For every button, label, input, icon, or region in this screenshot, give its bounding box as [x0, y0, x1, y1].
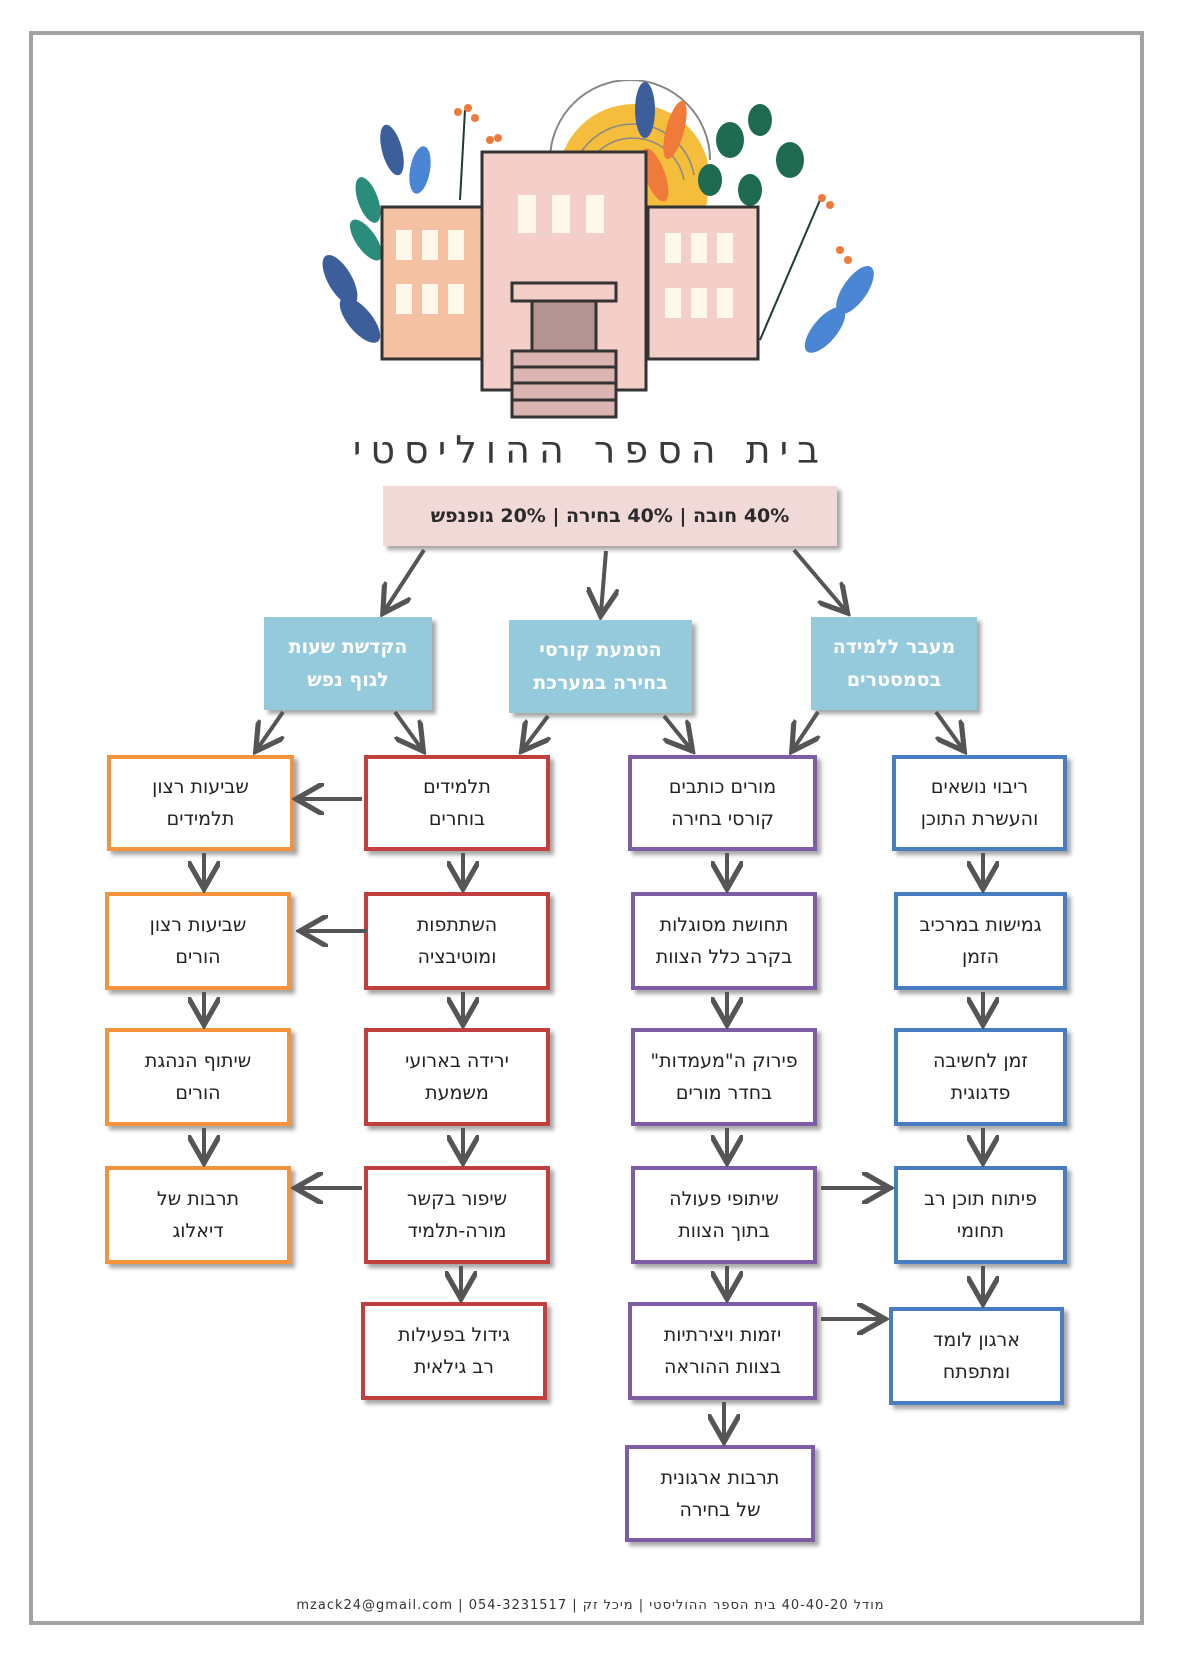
node-line: דיאלוג: [172, 1220, 224, 1242]
category-line: מעבר ללמידה: [832, 635, 956, 658]
node-line: שביעות רצון: [152, 776, 249, 798]
node-line: של בחירה: [679, 1498, 761, 1521]
node-discipline-decline: ירידה בארועי משמעת: [364, 1028, 550, 1126]
page-title: בית הספר ההוליסטי: [352, 428, 829, 472]
node-line: תלמידים: [166, 808, 235, 830]
node-interdisciplinary-content: פיתוח תוכן רב תחומי: [894, 1166, 1067, 1264]
node-line: גמישות במרכיב: [919, 914, 1042, 936]
node-line: והעשרת התוכן: [920, 808, 1039, 830]
node-line: שביעות רצון: [149, 914, 247, 936]
node-line: השתתפות: [416, 914, 498, 936]
node-line: בתוך הצוות: [678, 1220, 770, 1242]
node-line: תחומי: [956, 1220, 1005, 1242]
node-line: ומתפתח: [942, 1361, 1011, 1383]
node-line: בחדר מורים: [675, 1082, 773, 1104]
node-line: גידול בפעילות: [398, 1324, 510, 1346]
node-team-collaboration: שיתופי פעולה בתוך הצוות: [631, 1166, 817, 1264]
node-line: תחושת מסוגלות: [659, 914, 789, 936]
node-content-enrichment: ריבוי נושאים והעשרת התוכן: [892, 755, 1067, 851]
node-line: ירידה בארועי: [405, 1050, 509, 1072]
node-pedagogical-thinking: זמן לחשיבה פדגוגית: [894, 1028, 1067, 1126]
node-line: הורים: [175, 946, 221, 968]
category-box-body-soul: הקדשת שעות לגוף נפש: [264, 617, 432, 710]
category-line: לגוף נפש: [307, 668, 389, 691]
footer-credits: מודל 40-40-20 בית הספר ההוליסטי | מיכל ז…: [296, 1598, 885, 1613]
leaves-decoration: [322, 82, 874, 353]
node-parent-leadership: שיתוף הנהגת הורים: [105, 1028, 291, 1126]
node-students-choose: תלמידים בוחרים: [364, 755, 550, 851]
node-line: הורים: [175, 1082, 221, 1104]
node-parent-satisfaction: שביעות רצון הורים: [105, 892, 291, 990]
node-dismantling-classes: פירוק ה"מעמדות" בחדר מורים: [631, 1028, 817, 1126]
node-line: תלמידים: [423, 776, 491, 798]
category-line: הטמעת קורסי: [539, 638, 662, 661]
node-line: זמן לחשיבה: [932, 1050, 1029, 1072]
node-teachers-write-courses: מורים כותבים קורסי בחירה: [628, 755, 817, 851]
node-line: רב גילאית: [413, 1356, 495, 1378]
node-line: ומוטיבציה: [417, 946, 497, 968]
school-building-illustration: [322, 80, 874, 419]
node-line: בוחרים: [428, 808, 486, 830]
node-line: תרבות של: [156, 1188, 240, 1210]
node-line: שיפור בקשר: [406, 1188, 508, 1210]
node-multi-age-activity: גידול בפעילות רב גילאית: [361, 1302, 547, 1400]
node-line: פירוק ה"מעמדות": [650, 1050, 798, 1072]
node-line: שיתופי פעולה: [669, 1188, 779, 1210]
node-dialogue-culture: תרבות של דיאלוג: [105, 1166, 291, 1264]
node-entrepreneurship: יזמות ויצירתיות בצוות ההוראה: [628, 1302, 817, 1400]
node-line: משמעת: [425, 1082, 489, 1104]
node-line: בקרב כלל הצוות: [655, 946, 793, 968]
node-participation-motivation: השתתפות ומוטיבציה: [364, 892, 550, 990]
node-line: תרבות ארגונית: [660, 1466, 780, 1489]
school-building: [380, 150, 760, 419]
category-line: בסמסטרים: [846, 668, 942, 691]
node-line: בצוות ההוראה: [664, 1356, 781, 1378]
category-box-semesters: מעבר ללמידה בסמסטרים: [811, 617, 977, 710]
node-student-satisfaction: שביעות רצון תלמידים: [107, 755, 294, 851]
node-line: ארגון לומד: [933, 1329, 1020, 1351]
node-line: ריבוי נושאים: [930, 776, 1029, 798]
node-line: פיתוח תוכן רב: [924, 1188, 1037, 1210]
page-border: [29, 31, 1144, 1625]
node-teacher-student-relation: שיפור בקשר מורה-תלמיד: [364, 1166, 550, 1264]
node-learning-organization: ארגון לומד ומתפתח: [889, 1307, 1064, 1405]
node-staff-competence: תחושת מסוגלות בקרב כלל הצוות: [631, 892, 817, 990]
allocation-box: 40% חובה | 40% בחירה | 20% גופנפש: [383, 486, 837, 546]
category-line: בחירה במערכת: [533, 671, 668, 694]
node-line: שיתוף הנהגת: [144, 1050, 252, 1072]
allocation-text: 40% חובה | 40% בחירה | 20% גופנפש: [430, 505, 790, 527]
node-time-flexibility: גמישות במרכיב הזמן: [894, 892, 1067, 990]
node-line: קורסי בחירה: [671, 808, 774, 830]
node-line: הזמן: [961, 946, 1000, 968]
node-line: מורה-תלמיד: [407, 1220, 507, 1242]
node-line: יזמות ויצירתיות: [663, 1324, 782, 1346]
node-line: פדגוגית: [950, 1082, 1011, 1104]
node-choice-culture: תרבות ארגונית של בחירה: [625, 1445, 815, 1542]
category-box-electives: הטמעת קורסי בחירה במערכת: [509, 620, 692, 713]
category-line: הקדשת שעות: [288, 635, 408, 658]
node-line: מורים כותבים: [668, 776, 777, 798]
